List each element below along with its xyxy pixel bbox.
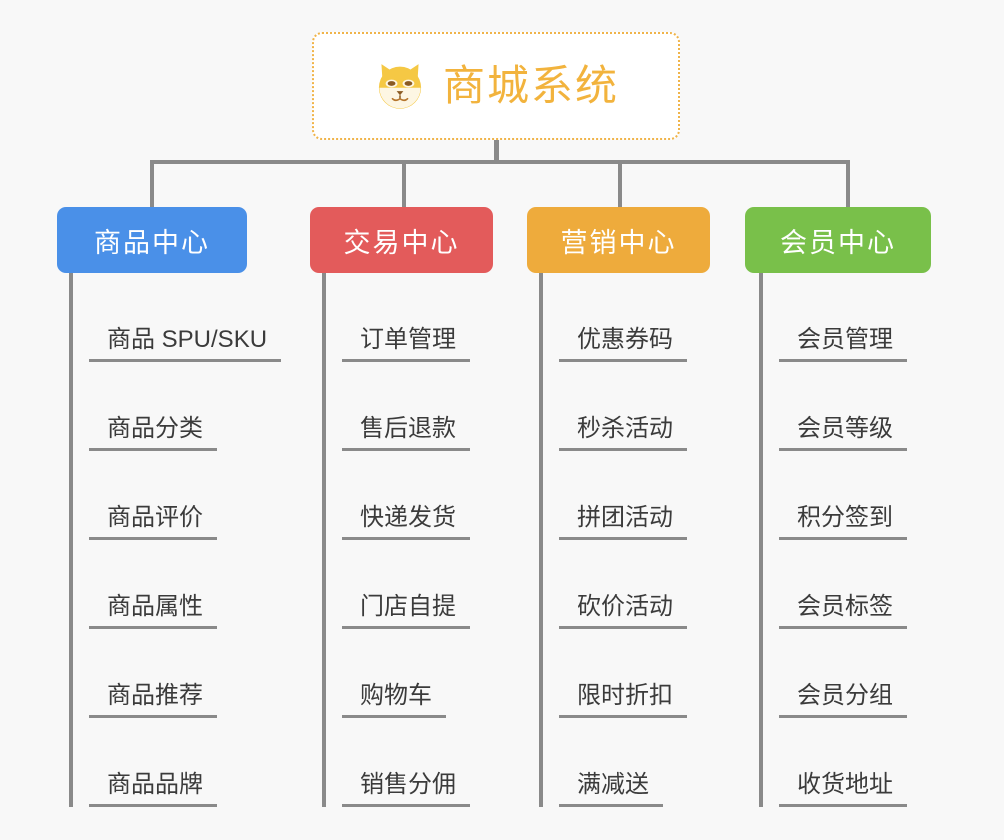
- list-item[interactable]: 会员管理: [779, 273, 931, 362]
- list-item[interactable]: 售后退款: [342, 362, 493, 451]
- leaf-label: 门店自提: [342, 593, 470, 629]
- leaf-label: 满减送: [559, 771, 663, 807]
- connector-root-stem: [494, 140, 499, 163]
- list-item[interactable]: 会员等级: [779, 362, 931, 451]
- list-item[interactable]: 商品评价: [89, 451, 247, 540]
- connector-drop-marketing-center: [618, 160, 622, 208]
- leaf-list-product-center: 商品 SPU/SKU 商品分类 商品评价 商品属性 商品推荐 商品品牌: [69, 273, 282, 807]
- column-trade-center: 交易中心 订单管理 售后退款 快递发货 门店自提 购物车 销售分佣: [310, 207, 493, 807]
- leaf-label: 商品品牌: [89, 771, 217, 807]
- leaf-label: 订单管理: [342, 326, 470, 362]
- leaf-label: 收货地址: [779, 771, 907, 807]
- leaf-label: 快递发货: [342, 504, 470, 540]
- leaf-label: 会员管理: [779, 326, 907, 362]
- list-item[interactable]: 商品分类: [89, 362, 247, 451]
- leaf-label: 会员分组: [779, 682, 907, 718]
- leaf-list-marketing-center: 优惠券码 秒杀活动 拼团活动 砍价活动 限时折扣 满减送: [539, 273, 710, 807]
- category-title: 交易中心: [343, 227, 460, 258]
- list-item[interactable]: 拼团活动: [559, 451, 710, 540]
- leaf-list-member-center: 会员管理 会员等级 积分签到 会员标签 会员分组 收货地址: [759, 273, 931, 807]
- list-item[interactable]: 会员分组: [779, 629, 931, 718]
- category-title: 会员中心: [780, 227, 896, 258]
- root-node-title: 商城系统: [442, 62, 619, 109]
- connector-drop-member-center: [846, 160, 850, 208]
- connector-horizontal-bus: [150, 160, 850, 164]
- leaf-label: 商品属性: [89, 593, 217, 629]
- list-item[interactable]: 购物车: [342, 629, 493, 718]
- leaf-label: 商品分类: [89, 415, 217, 451]
- list-item[interactable]: 会员标签: [779, 540, 931, 629]
- leaf-label: 拼团活动: [559, 504, 687, 540]
- leaf-label: 优惠券码: [559, 326, 687, 362]
- list-item[interactable]: 商品 SPU/SKU: [89, 273, 282, 362]
- leaf-label: 砍价活动: [559, 593, 687, 629]
- category-title: 营销中心: [560, 227, 677, 258]
- list-item[interactable]: 收货地址: [779, 718, 931, 807]
- connector-drop-trade-center: [402, 160, 406, 208]
- list-item[interactable]: 积分签到: [779, 451, 931, 540]
- category-header-member-center[interactable]: 会员中心: [745, 207, 931, 273]
- leaf-label: 秒杀活动: [559, 415, 687, 451]
- list-item[interactable]: 限时折扣: [559, 629, 710, 718]
- list-item[interactable]: 快递发货: [342, 451, 493, 540]
- connector-drop-product-center: [150, 160, 154, 208]
- leaf-label: 售后退款: [342, 415, 470, 451]
- leaf-label: 会员等级: [779, 415, 907, 451]
- leaf-list-trade-center: 订单管理 售后退款 快递发货 门店自提 购物车 销售分佣: [322, 273, 493, 807]
- category-header-marketing-center[interactable]: 营销中心: [527, 207, 710, 273]
- category-header-trade-center[interactable]: 交易中心: [310, 207, 493, 273]
- leaf-label: 积分签到: [779, 504, 907, 540]
- list-item[interactable]: 销售分佣: [342, 718, 493, 807]
- leaf-label: 购物车: [342, 682, 446, 718]
- column-member-center: 会员中心 会员管理 会员等级 积分签到 会员标签 会员分组 收货地址: [745, 207, 931, 807]
- root-node-mall-system[interactable]: 商城系统: [312, 32, 680, 140]
- category-title: 商品中心: [94, 227, 210, 258]
- list-item[interactable]: 秒杀活动: [559, 362, 710, 451]
- leaf-label: 限时折扣: [559, 682, 687, 718]
- list-item[interactable]: 满减送: [559, 718, 710, 807]
- list-item[interactable]: 商品品牌: [89, 718, 247, 807]
- category-header-product-center[interactable]: 商品中心: [57, 207, 247, 273]
- shiba-dog-face-icon: [378, 64, 422, 109]
- list-item[interactable]: 优惠券码: [559, 273, 710, 362]
- list-item[interactable]: 商品推荐: [89, 629, 247, 718]
- list-item[interactable]: 订单管理: [342, 273, 493, 362]
- leaf-label: 销售分佣: [342, 771, 470, 807]
- leaf-label: 会员标签: [779, 593, 907, 629]
- list-item[interactable]: 商品属性: [89, 540, 247, 629]
- leaf-label: 商品评价: [89, 504, 217, 540]
- list-item[interactable]: 门店自提: [342, 540, 493, 629]
- leaf-label: 商品 SPU/SKU: [89, 326, 282, 362]
- column-marketing-center: 营销中心 优惠券码 秒杀活动 拼团活动 砍价活动 限时折扣 满减送: [527, 207, 710, 807]
- list-item[interactable]: 砍价活动: [559, 540, 710, 629]
- leaf-label: 商品推荐: [89, 682, 217, 718]
- column-product-center: 商品中心 商品 SPU/SKU 商品分类 商品评价 商品属性 商品推荐 商品品牌: [57, 207, 282, 807]
